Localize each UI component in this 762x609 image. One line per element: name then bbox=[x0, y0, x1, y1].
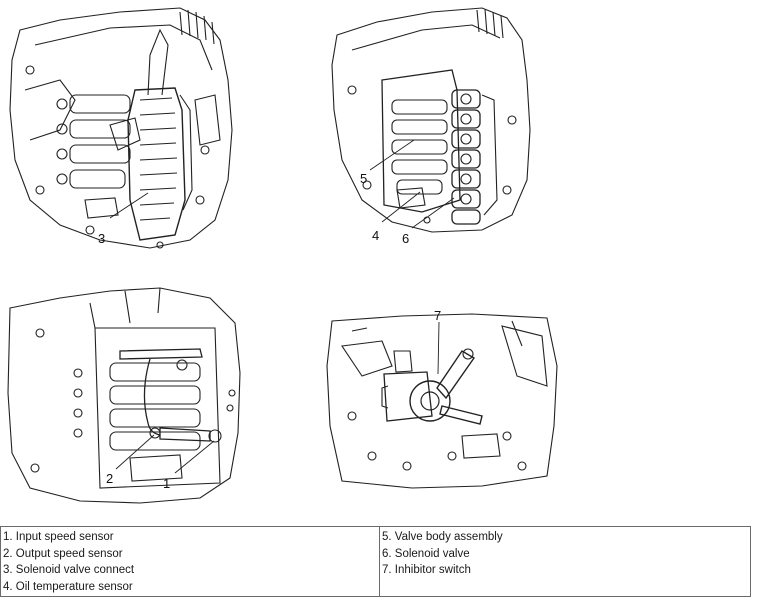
callout-2: 2 bbox=[106, 471, 113, 486]
legend-item-6: 6. Solenoid valve bbox=[382, 547, 470, 560]
legend-item-2: 2. Output speed sensor bbox=[3, 547, 123, 560]
transmission-illustration-sensors: 2 1 bbox=[7, 287, 241, 504]
callout-4: 4 bbox=[372, 228, 379, 243]
legend-column-right: 5. Valve body assembly 6. Solenoid valve… bbox=[380, 527, 750, 596]
callout-5: 5 bbox=[360, 171, 367, 186]
diagram-panel-valve-body: 5 4 6 bbox=[322, 0, 562, 255]
legend-item-4: 4. Oil temperature sensor bbox=[3, 580, 133, 593]
callout-1: 1 bbox=[163, 476, 170, 491]
diagram-panel-sensors: 2 1 bbox=[0, 283, 250, 508]
callout-3: 3 bbox=[98, 231, 105, 246]
legend-item-3: 3. Solenoid valve connect bbox=[3, 564, 135, 576]
callout-6: 6 bbox=[402, 231, 409, 246]
transmission-illustration-cover: 3 bbox=[9, 7, 233, 249]
diagram-panel-inhibitor-switch: 7 bbox=[322, 306, 562, 496]
legend-item-5: 5. Valve body assembly bbox=[382, 531, 503, 543]
legend-item-7: 7. Inhibitor switch bbox=[382, 564, 471, 576]
legend-item-1: 1. Input speed sensor bbox=[3, 531, 114, 543]
callout-7: 7 bbox=[434, 308, 441, 323]
legend-table: 1. Input speed sensor 2. Output speed se… bbox=[0, 526, 751, 597]
diagram-panel-solenoid-cover: 3 bbox=[0, 0, 250, 255]
transmission-illustration-inhibitor: 7 bbox=[326, 308, 558, 489]
transmission-illustration-valve-body: 5 4 6 bbox=[331, 7, 531, 246]
legend-column-left: 1. Input speed sensor 2. Output speed se… bbox=[1, 527, 380, 596]
